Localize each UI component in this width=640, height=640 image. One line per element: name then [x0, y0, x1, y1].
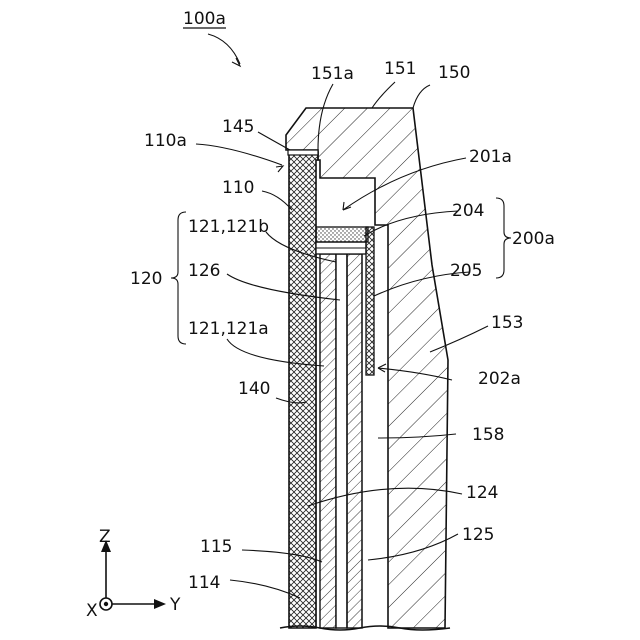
label-124: 124 — [466, 483, 498, 503]
label-153: 153 — [491, 313, 523, 333]
label-145: 145 — [222, 117, 254, 137]
label-151: 151 — [384, 59, 416, 79]
label-205: 205 — [450, 261, 482, 281]
label-158: 158 — [472, 425, 504, 445]
label-151a: 151a — [311, 64, 354, 84]
axis-z-label: Z — [99, 527, 111, 547]
label-125: 125 — [462, 525, 494, 545]
label-121a: 121,121a — [188, 319, 269, 339]
label-126: 126 — [188, 261, 220, 281]
label-121b: 121,121b — [188, 217, 269, 237]
axis-x-label: X — [86, 601, 98, 621]
label-204: 204 — [452, 201, 484, 221]
strip-205 — [366, 227, 374, 375]
element-204 — [316, 227, 368, 242]
label-200a: 200a — [512, 229, 555, 249]
label-114: 114 — [188, 573, 220, 593]
layer-121b — [347, 254, 362, 628]
axes-indicator — [100, 540, 166, 610]
label-140: 140 — [238, 379, 270, 399]
axis-y-label: Y — [169, 595, 181, 615]
layer-126 — [336, 254, 347, 628]
layer-121a — [320, 254, 336, 628]
label-120: 120 — [130, 269, 162, 289]
label-202a: 202a — [478, 369, 521, 389]
label-110a: 110a — [144, 131, 187, 151]
label-115: 115 — [200, 537, 232, 557]
label-150: 150 — [438, 63, 470, 83]
label-201a: 201a — [469, 147, 512, 167]
layer-145 — [288, 150, 318, 155]
label-100a: 100a — [183, 9, 226, 29]
label-110: 110 — [222, 178, 254, 198]
